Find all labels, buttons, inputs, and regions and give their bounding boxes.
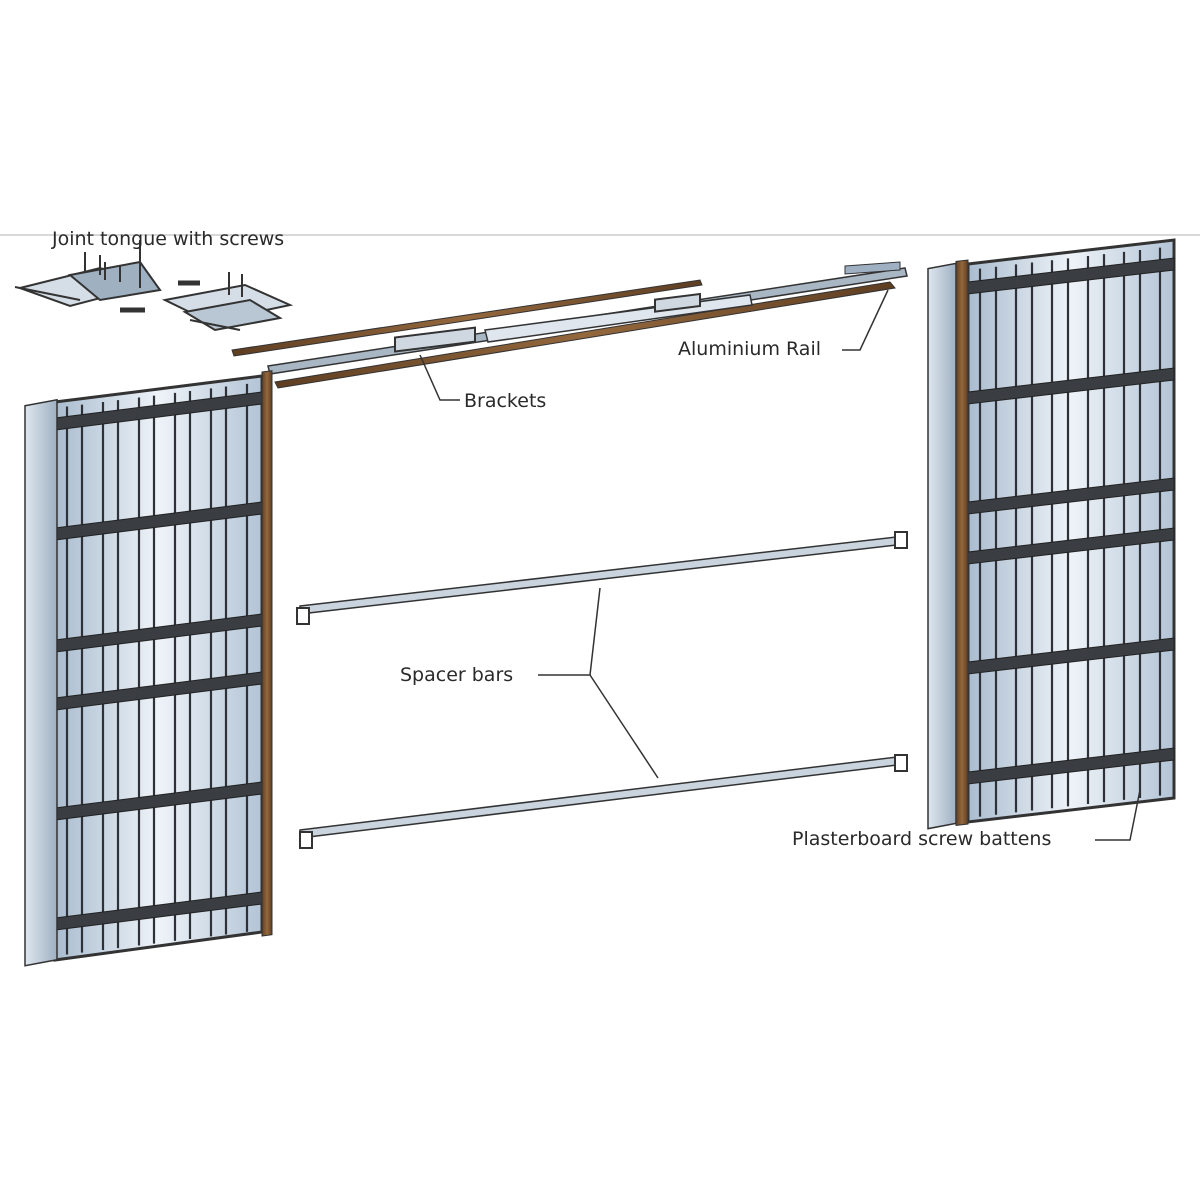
label-plasterboard-screw-battens: Plasterboard screw battens: [792, 828, 1051, 850]
top-divider: [0, 234, 1200, 236]
label-brackets: Brackets: [464, 390, 546, 412]
leader-lines: [419, 289, 1141, 841]
spacer-bar-upper: [296, 531, 908, 625]
spacer-bar-lower: [299, 754, 908, 849]
aluminium-rail: [231, 261, 908, 389]
right-pocket-panel: [927, 238, 1176, 830]
joint-tongue-assembly: [14, 240, 294, 332]
aluminium-post: [24, 398, 58, 967]
panel-face: [53, 374, 264, 962]
label-aluminium-rail: Aluminium Rail: [678, 338, 821, 360]
timber-jamb: [955, 259, 969, 826]
label-spacer-bars: Spacer bars: [400, 664, 513, 686]
aluminium-post: [927, 262, 957, 830]
label-joint-tongue: Joint tongue with screws: [51, 228, 284, 250]
timber-jamb: [261, 370, 273, 937]
brackets: [394, 292, 701, 353]
panel-face: [966, 238, 1176, 824]
left-pocket-panel: [24, 370, 273, 967]
